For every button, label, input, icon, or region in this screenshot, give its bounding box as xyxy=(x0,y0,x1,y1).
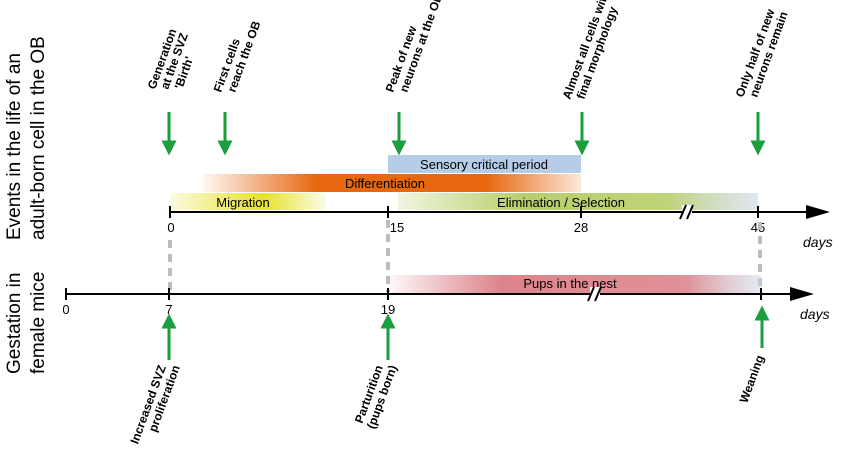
top-tick-15: 15 xyxy=(390,220,404,235)
differentiation-label: Differentiation xyxy=(345,176,425,191)
top-tick-28: 28 xyxy=(574,220,588,235)
side-label-bottom-2: female mice xyxy=(28,272,49,374)
sensory-critical-period-bar xyxy=(388,155,581,173)
top-event-4: Only half of new neurons remain xyxy=(733,7,791,99)
bottom-axis-unit: days xyxy=(800,306,830,322)
top-axis xyxy=(169,204,830,220)
differentiation-bar xyxy=(203,174,581,192)
sensory-critical-period-label: Sensory critical period xyxy=(420,157,548,172)
bottom-tick-0: 0 xyxy=(62,302,69,317)
top-event-3: Almost all cells with final morphology xyxy=(560,0,621,101)
elimination-selection-label: Elimination / Selection xyxy=(497,195,625,210)
side-label-top-2: adult-born cell in the OB xyxy=(28,36,49,240)
migration-label: Migration xyxy=(216,195,269,210)
top-axis-unit: days xyxy=(803,234,833,250)
top-tick-0: 0 xyxy=(167,220,174,235)
bottom-axis xyxy=(65,286,814,302)
side-label-top-1: Events in the life of an xyxy=(4,53,25,240)
bottom-tick-19: 19 xyxy=(381,302,395,317)
migration-bar xyxy=(171,193,326,210)
bottom-event-1: Parturition (pups born) xyxy=(352,363,400,430)
pups-in-nest-bar xyxy=(389,275,761,293)
side-label-bottom-1: Gestation in xyxy=(4,273,25,374)
bottom-event-2: Weaning xyxy=(737,353,767,405)
pups-in-nest-label: Pups in the nest xyxy=(523,276,617,291)
bottom-event-2-line1: Weaning xyxy=(737,353,767,405)
bottom-tick-7: 7 xyxy=(165,302,172,317)
top-event-0: Generation at the SVZ 'Birth' xyxy=(145,27,197,91)
elimination-selection-bar xyxy=(398,193,758,210)
top-event-2: Peak of new neurons at the OB xyxy=(383,0,446,94)
top-event-1: First cells reach the OB xyxy=(211,19,264,94)
bottom-event-0: Increased SVZ proliferation xyxy=(127,363,182,446)
